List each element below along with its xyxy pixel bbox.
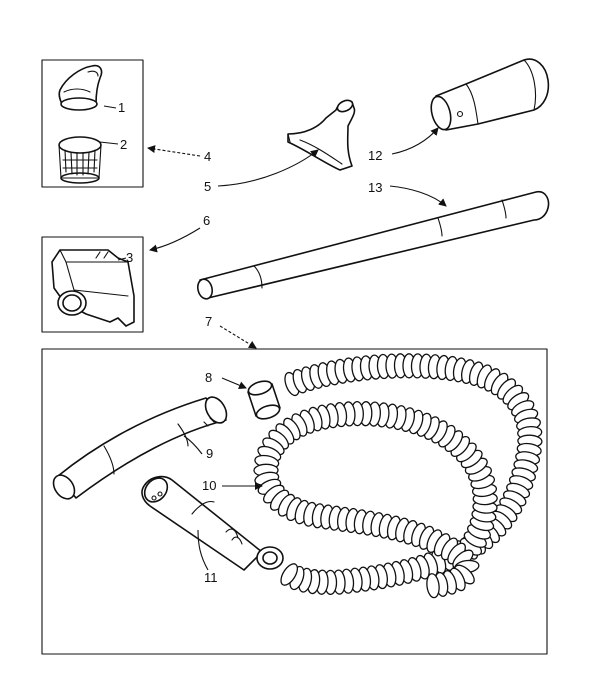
box-floor-tool [41,236,144,333]
hose-end-ring [256,546,284,570]
box-brush-assembly [41,59,144,188]
label-part-3: 3 [126,250,133,265]
label-part-13: 13 [368,180,382,195]
part-1-nozzle [58,64,103,111]
label-part-10: 10 [202,478,216,493]
part-5-upholstery-tool [287,99,356,171]
part-13-wand [196,190,550,300]
hose-corrugated [253,353,543,599]
part-11-coupling [141,475,263,571]
label-part-6: 6 [203,213,210,228]
label-part-8: 8 [205,370,212,385]
label-part-9: 9 [206,446,213,461]
part-3-floor-tool [51,249,135,327]
label-part-7: 7 [205,314,212,329]
part-labels: 1 2 3 4 5 6 7 8 9 10 11 12 13 [118,100,382,585]
label-part-1: 1 [118,100,125,115]
label-part-5: 5 [204,179,211,194]
hose-ring [426,573,440,599]
leader-lines [99,105,447,571]
part-12-crevice-tool [430,58,550,131]
hose-ring [280,563,299,586]
part-9-handle [52,396,228,500]
part-2-round-brush [58,136,102,184]
label-part-2: 2 [120,137,127,152]
label-part-12: 12 [368,148,382,163]
label-part-4: 4 [204,149,211,164]
box-hose-assembly [41,348,548,655]
label-part-11: 11 [204,570,218,585]
part-8-coupling-ring [247,380,281,420]
